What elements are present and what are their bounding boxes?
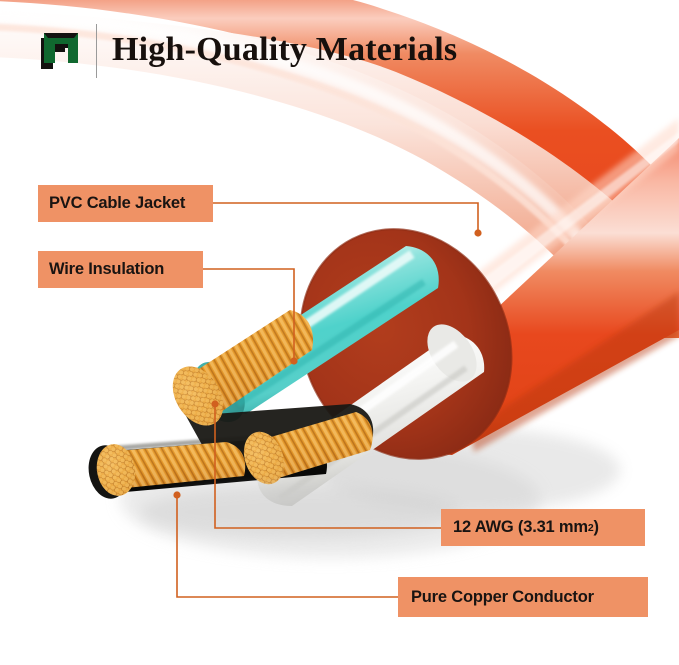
callout-label: PVC Cable Jacket [49,194,186,212]
leader-dot-pvc [474,229,482,237]
callout-label: Wire Insulation [49,260,165,278]
leader-lines [173,202,482,598]
leader-pvc-cable-jacket [213,202,479,231]
leader-dot-insulation [290,357,298,365]
copper-strands-primary [172,310,314,426]
copper-strands-tertiary [243,412,373,485]
copper-strands-secondary [96,442,246,496]
leader-dot-awg [211,400,219,408]
leader-wire-insulation [203,268,295,359]
callout-wire-insulation: Wire Insulation [38,251,203,288]
leader-pure-copper [176,497,398,598]
callout-pure-copper-conductor: Pure Copper Conductor [398,577,648,617]
callout-label: Pure Copper Conductor [411,587,594,606]
callout-label-suffix: ) [593,518,600,536]
callout-pvc-cable-jacket: PVC Cable Jacket [38,185,213,222]
leader-dot-copper [173,491,181,499]
callout-label-prefix: 12 AWG (3.31 mm [453,518,588,536]
leader-awg [214,406,441,529]
